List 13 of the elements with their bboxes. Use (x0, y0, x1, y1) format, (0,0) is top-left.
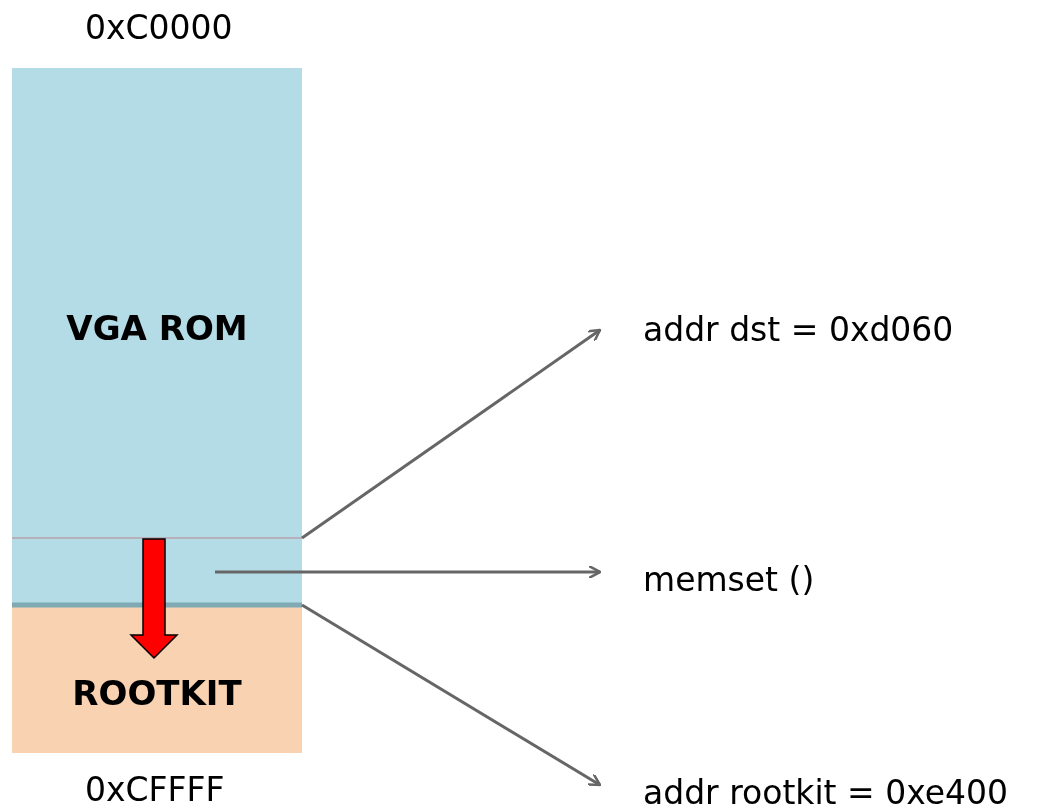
code-text: memset () (600, 558, 815, 602)
memory-region (12, 68, 302, 605)
address-label: 0xCFFFF (85, 770, 225, 809)
arrow (301, 328, 602, 540)
memory-region (12, 605, 302, 753)
address-label: 0xC0000 (85, 8, 233, 47)
code-text: addr dst = 0xd060 (600, 308, 954, 352)
region-label: VGA ROM (66, 308, 248, 350)
code-text: addr rootkit = 0xe400 (600, 771, 1008, 812)
block-arrow (129, 538, 179, 660)
arrow (301, 603, 602, 787)
arrow (215, 564, 602, 580)
region-label: ROOTKIT (72, 673, 242, 715)
